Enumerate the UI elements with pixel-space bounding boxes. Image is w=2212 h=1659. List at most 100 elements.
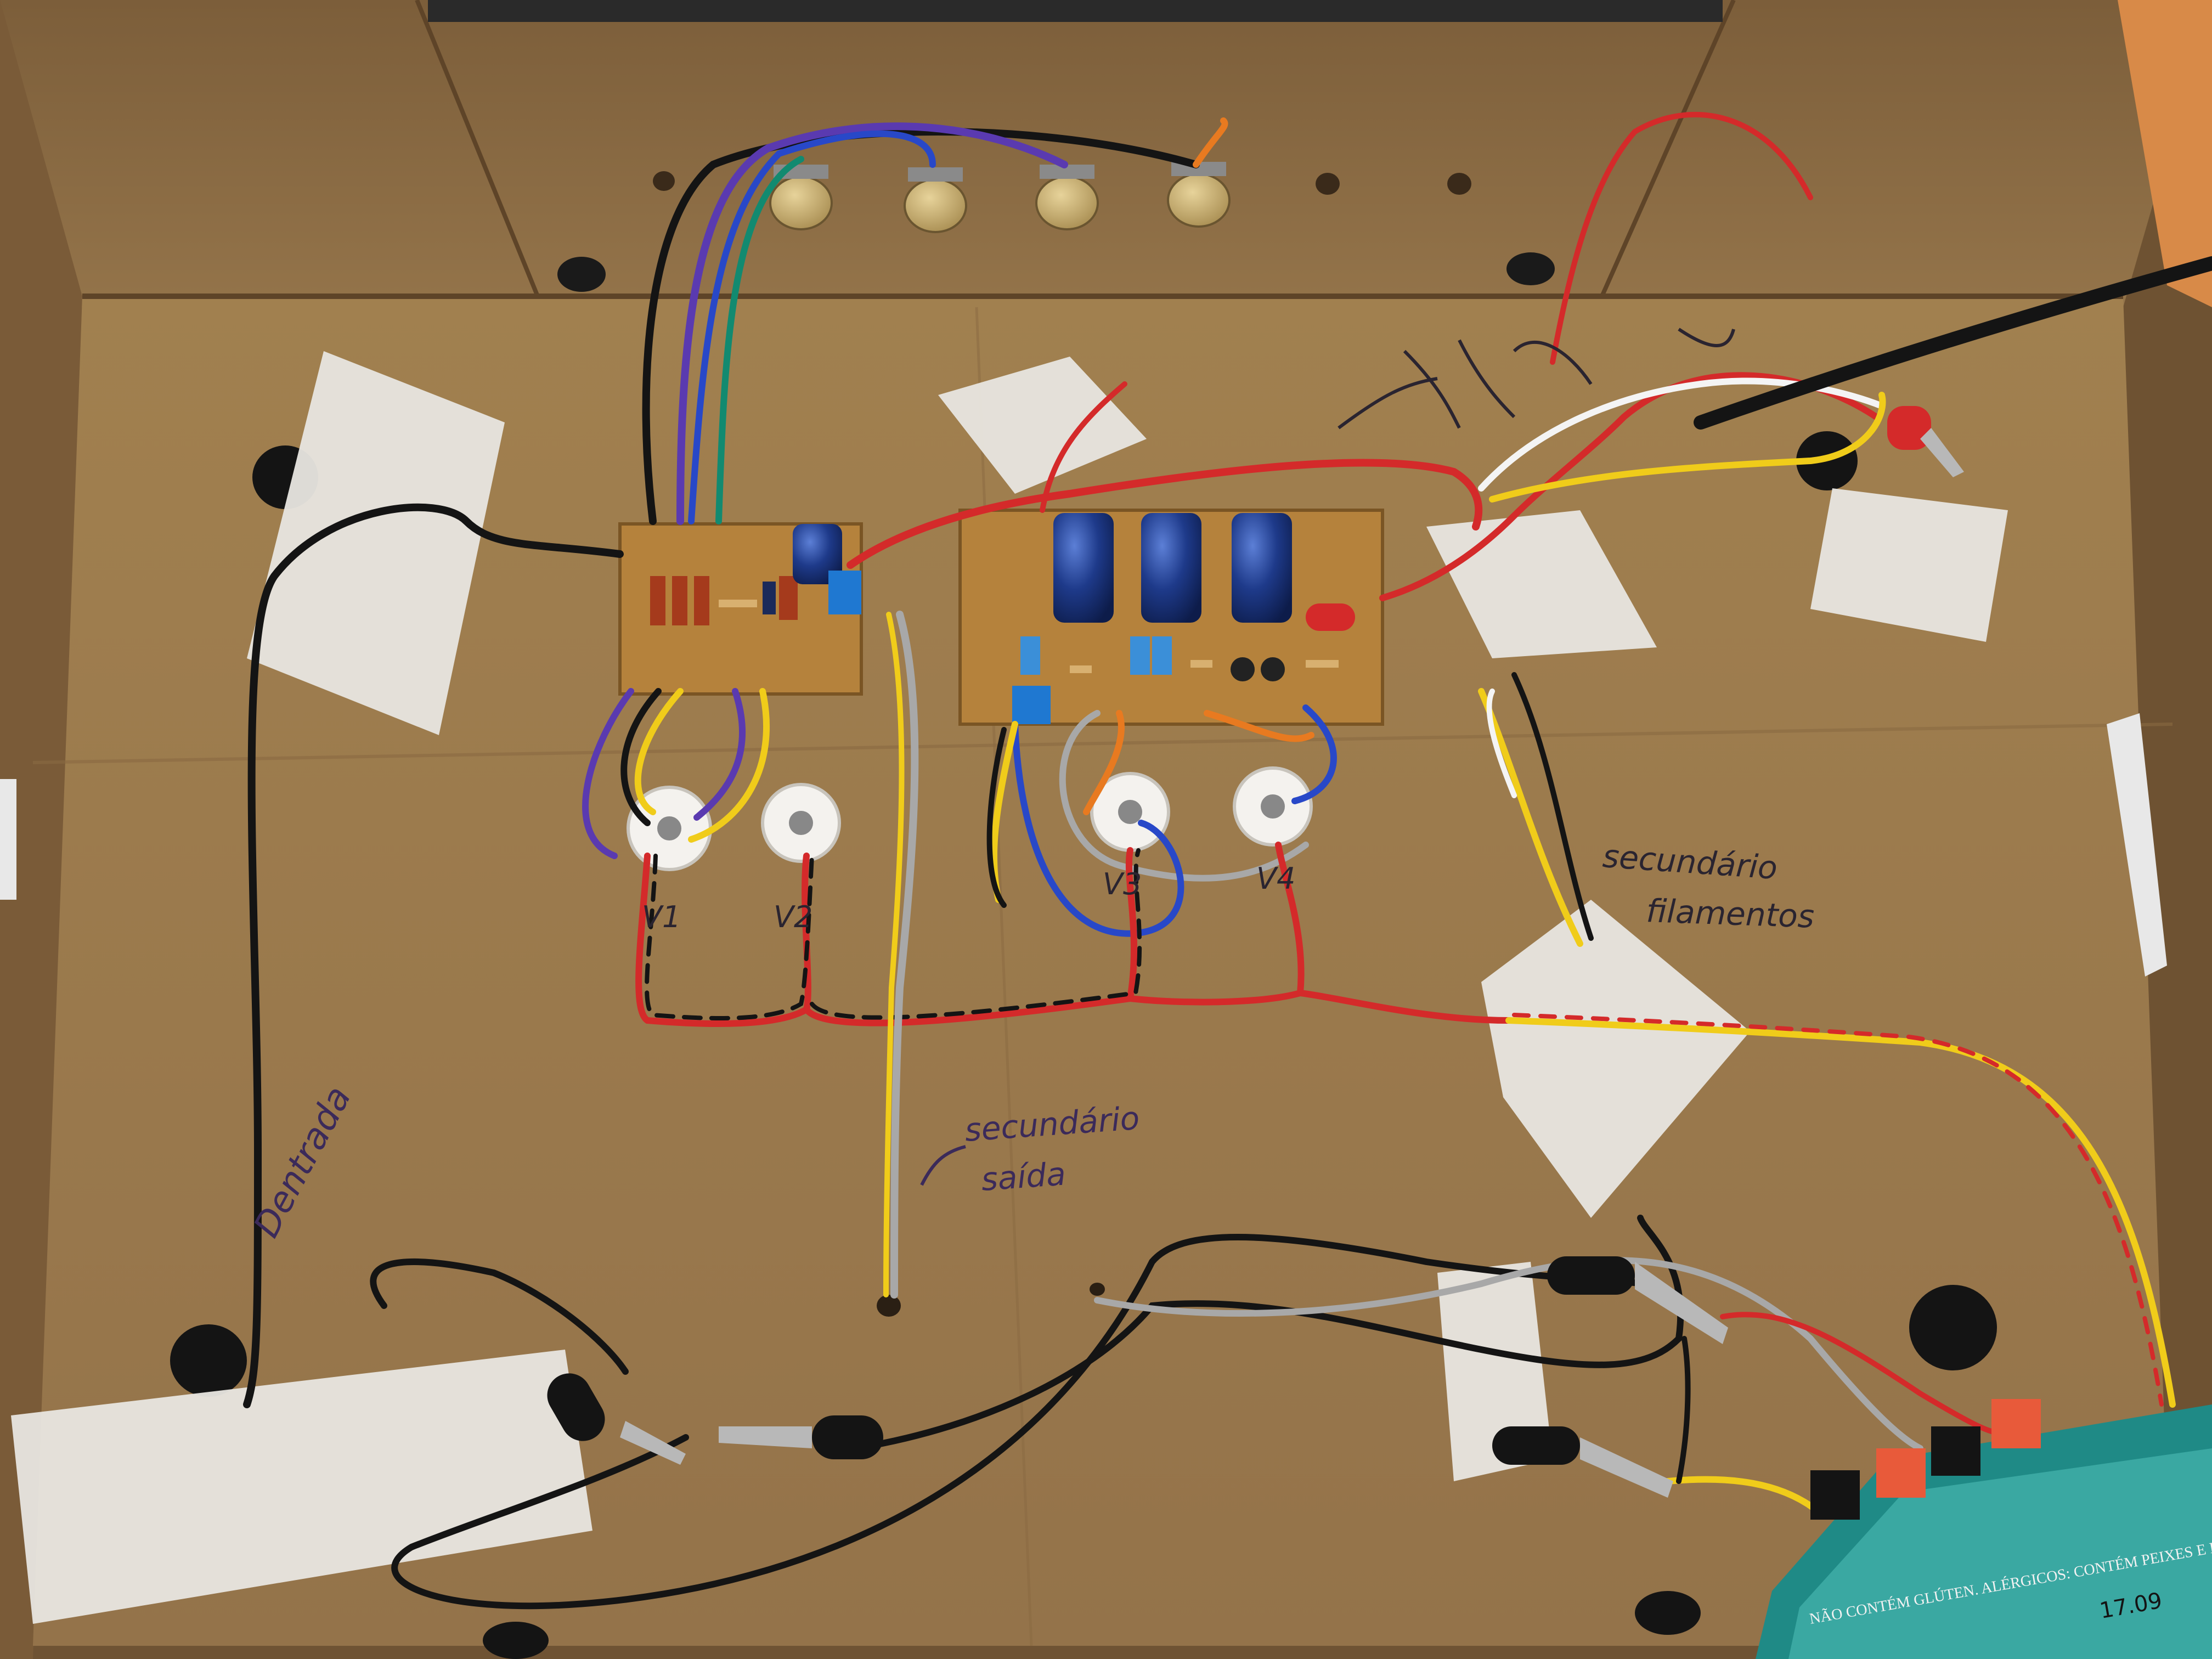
alligator-clip <box>719 1415 883 1459</box>
light-gap <box>2107 713 2167 977</box>
hole <box>877 1295 901 1317</box>
masking-tape <box>11 351 2008 1624</box>
alligator-clip <box>1547 1256 1728 1344</box>
filament-secondary-wire <box>1511 672 1594 941</box>
wire-red <box>847 459 1483 569</box>
mains-cable-black <box>1694 256 2212 430</box>
heater-wire-black <box>645 854 814 1020</box>
tape-strip <box>1810 488 2008 642</box>
speaker-terminal <box>1991 1399 2041 1448</box>
pcb-power-amp <box>958 509 1384 726</box>
wire-purple <box>676 122 1068 525</box>
annotation-filament-secondary-2: filamentos <box>1646 892 1815 935</box>
test-lead-black <box>1676 1336 1691 1484</box>
tape-strip <box>1481 900 1750 1218</box>
alligator-clip-red <box>1887 406 1964 477</box>
filament-secondary-wire <box>1478 688 1583 947</box>
test-lead-black <box>391 1234 1649 1610</box>
alligator-clips <box>547 406 1964 1498</box>
filament-wire-red <box>1512 1013 2164 1407</box>
test-lead-red <box>1720 1312 2011 1436</box>
test-lead-yellow <box>1664 1476 1825 1517</box>
hole <box>557 257 606 292</box>
fold-line <box>1600 0 1736 297</box>
speaker-terminal <box>1810 1470 1860 1520</box>
wire-red <box>1040 381 1127 513</box>
wire-red <box>1550 111 1813 365</box>
teal-tin: NÃO CONTÉM GLÚTEN. ALÉRGICOS: CONTÉM PEI… <box>1756 1399 2212 1659</box>
wire-yellow <box>688 688 770 843</box>
orange-corner <box>2118 0 2212 307</box>
label-tube-v3: V3 <box>1103 867 1142 901</box>
wire-black <box>986 727 1007 908</box>
small-capacitor <box>1130 636 1150 675</box>
heater-wire-black <box>810 848 1142 1020</box>
hole <box>1316 173 1340 195</box>
speaker-terminal <box>1931 1426 1980 1476</box>
wire-blue <box>688 130 936 524</box>
label-tube-v4: V4 <box>1256 861 1295 896</box>
tape-strip <box>247 351 505 735</box>
input-wire <box>243 503 624 1408</box>
output-secondary-wire <box>883 612 905 1297</box>
pcb-preamp <box>618 522 863 696</box>
small-capacitor <box>1152 636 1172 675</box>
film-capacitor <box>779 576 798 620</box>
annotation-output-secondary-2: saída <box>980 1155 1067 1198</box>
hole <box>1447 173 1471 195</box>
tape-strip <box>938 357 1147 494</box>
hole <box>1506 252 1555 285</box>
label-tube-v1: V1 <box>642 900 681 934</box>
output-secondary-wire <box>890 611 919 1299</box>
filter-capacitor <box>1232 513 1292 623</box>
wire-orange <box>1083 710 1125 815</box>
film-capacitor <box>650 576 665 625</box>
wiring <box>243 111 2212 1610</box>
wire-red <box>1379 372 1880 601</box>
wire-yellow <box>634 688 684 815</box>
alligator-clip <box>547 1373 686 1465</box>
heater-wire-red <box>1297 990 1512 1024</box>
light-gap <box>0 779 16 900</box>
wire-white <box>1478 377 1885 492</box>
wire-black <box>620 688 662 826</box>
film-capacitor <box>672 576 687 625</box>
wire-blue <box>1291 704 1337 804</box>
wire-orange <box>1193 117 1228 168</box>
test-lead-black <box>370 1259 629 1375</box>
potentiometer <box>1167 162 1231 228</box>
potentiometer <box>1035 165 1099 230</box>
filter-capacitor <box>1141 513 1201 623</box>
transistor <box>1261 657 1285 681</box>
wire-black <box>642 128 1200 525</box>
electrolytic-capacitor <box>793 524 842 584</box>
hole <box>483 1622 549 1659</box>
hole <box>1090 1283 1105 1296</box>
tape-strip <box>1426 510 1657 658</box>
label-tube-v2: V2 <box>774 900 812 934</box>
tube-socket-v2 <box>761 783 841 863</box>
alligator-clip-red <box>1306 603 1355 631</box>
back-wall <box>0 0 2212 307</box>
wire-yellow <box>1489 392 1886 503</box>
tube-sockets <box>627 766 1313 871</box>
arrow <box>920 1145 966 1186</box>
tube-socket-v4 <box>1233 766 1313 847</box>
wire-purple <box>693 688 746 821</box>
filament-wire-yellow <box>1505 1017 2176 1408</box>
hole <box>170 1324 247 1397</box>
film-capacitor <box>694 576 709 625</box>
wire-teal <box>715 156 804 524</box>
hole <box>653 171 675 191</box>
filter-capacitor <box>1053 513 1114 623</box>
crease <box>32 723 2173 764</box>
crossed-out-scribble <box>1338 328 1735 430</box>
alligator-clip <box>1492 1426 1673 1498</box>
right-wall <box>2123 0 2212 1659</box>
fold-line <box>415 0 540 297</box>
hole <box>1635 1591 1701 1635</box>
electrolytic-capacitor <box>763 582 776 614</box>
wire-purple <box>582 688 634 859</box>
hole <box>1909 1285 1997 1370</box>
